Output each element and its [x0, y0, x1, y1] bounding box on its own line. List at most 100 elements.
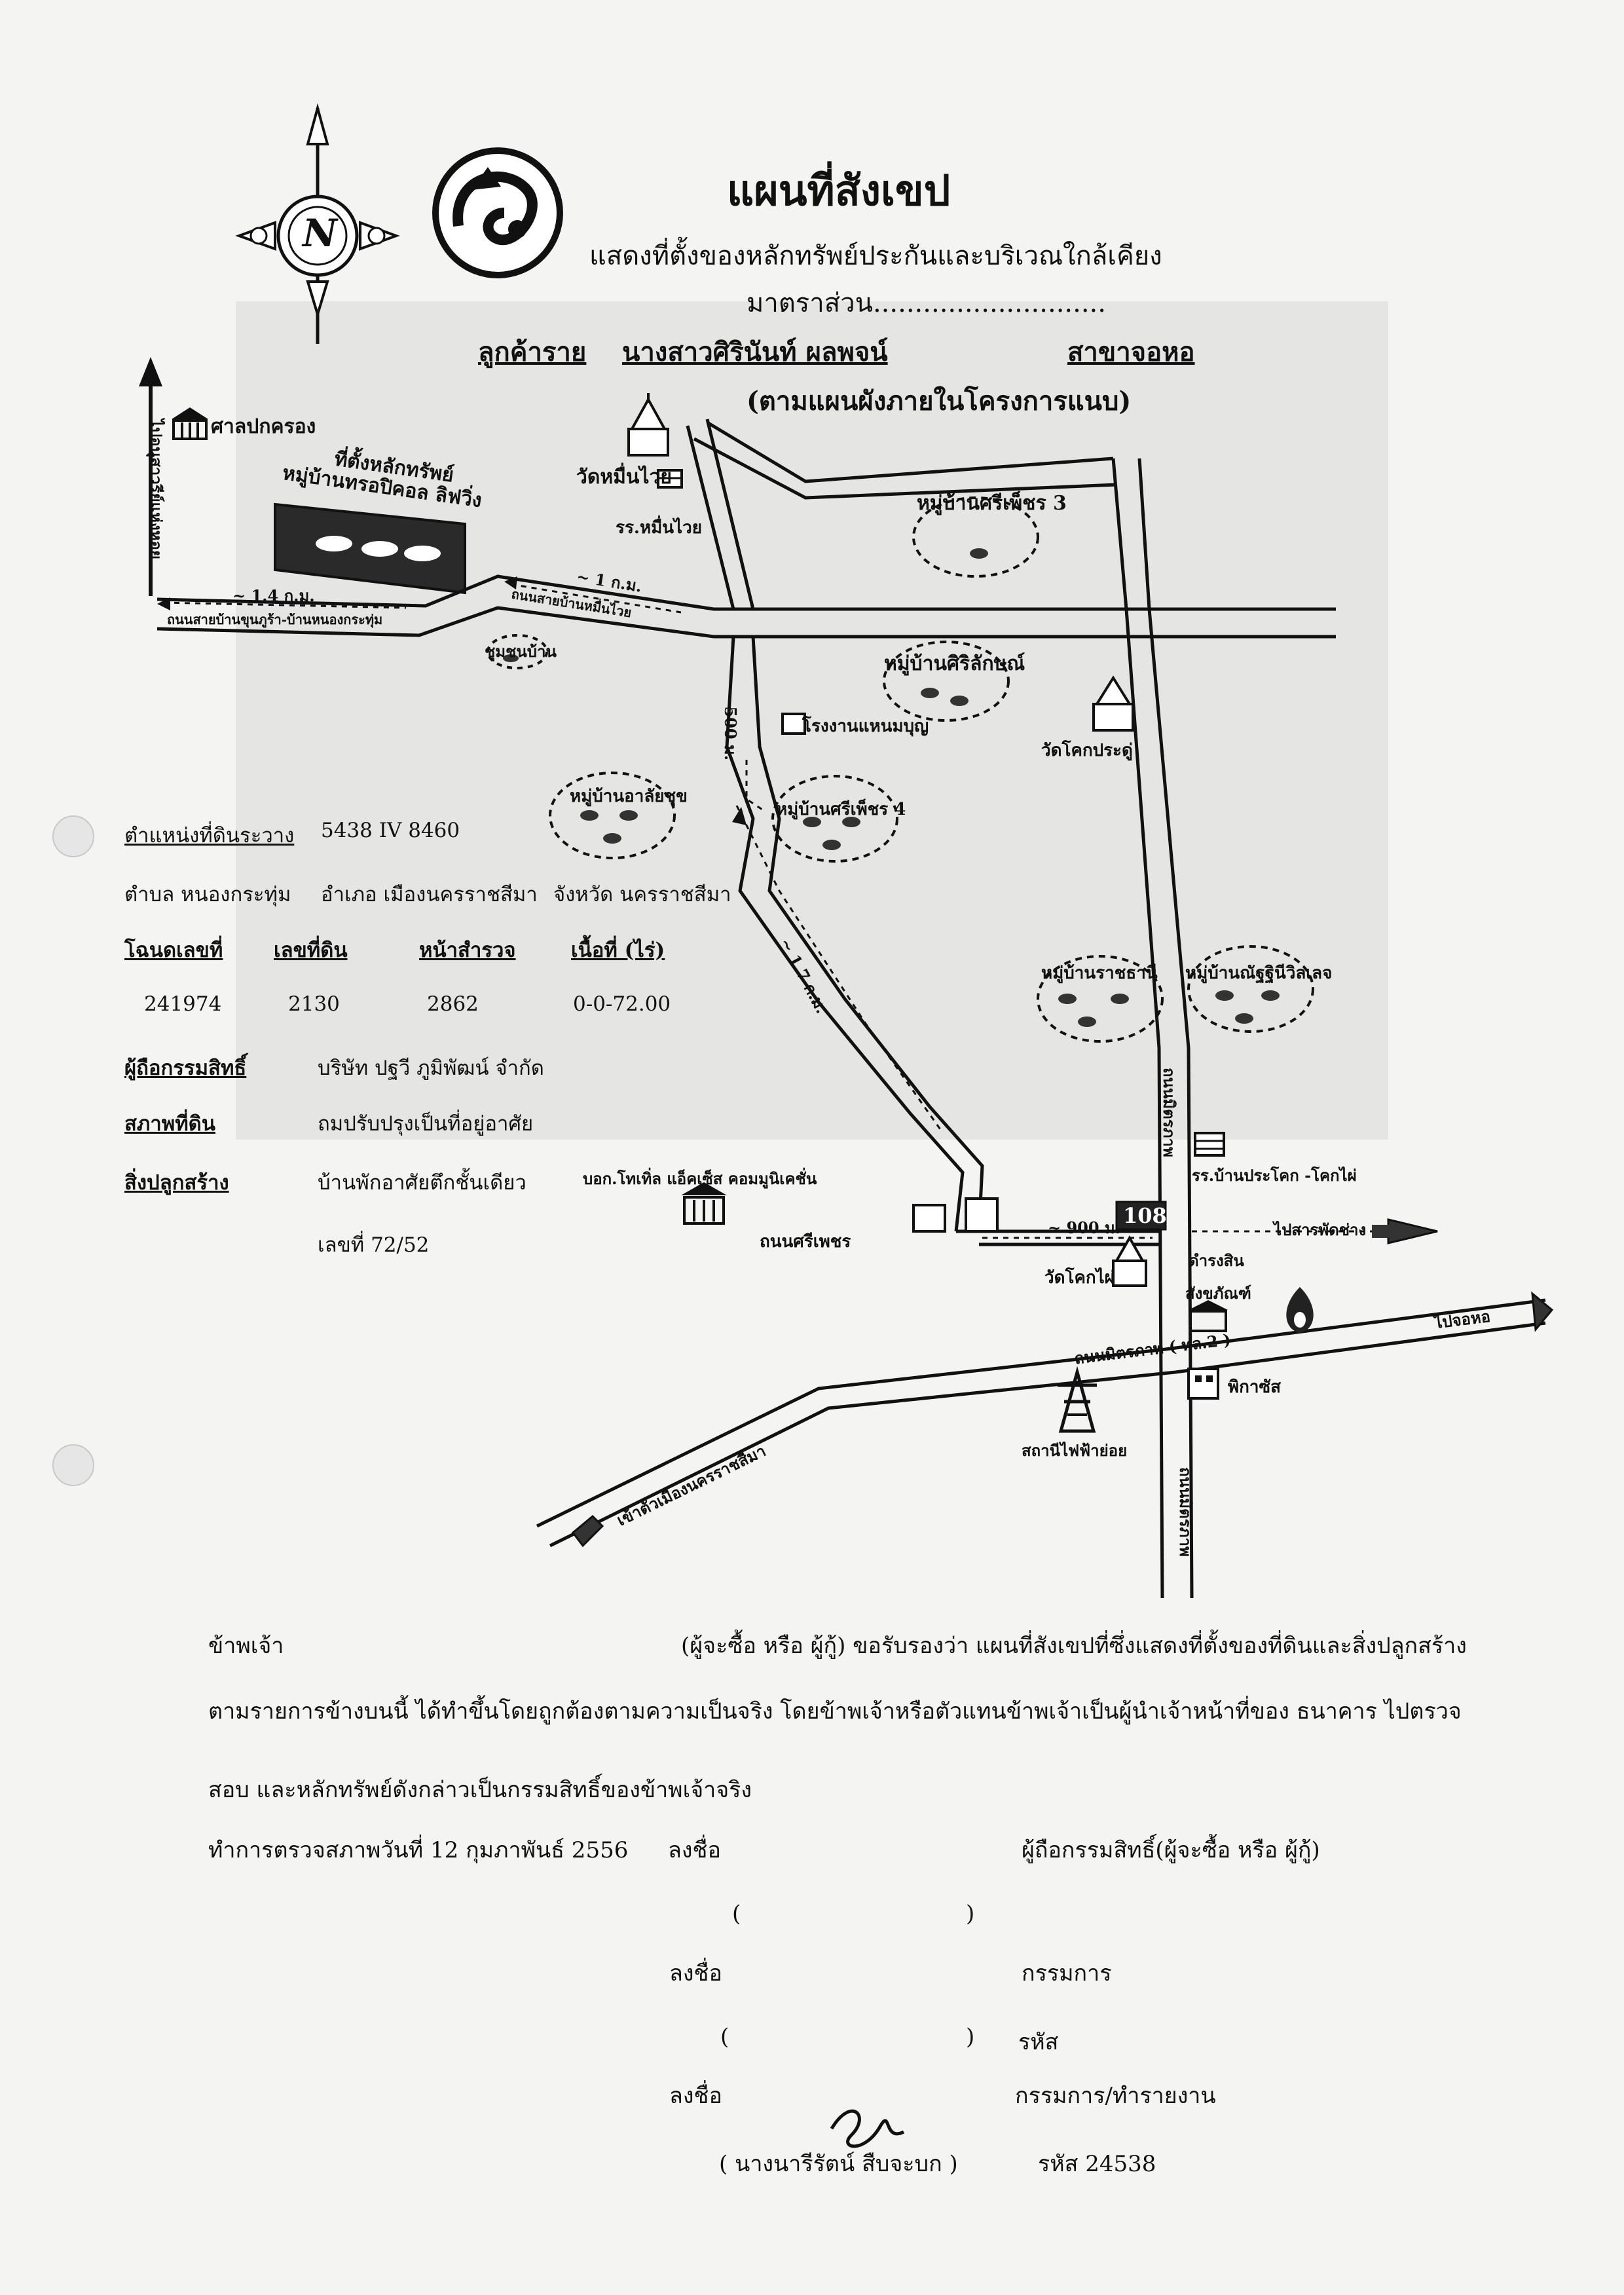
paren-open: (: [720, 2024, 729, 2050]
village-label: หมู่บ้านศิริลักษณ์: [884, 652, 1025, 675]
place-label: ดำรงสิน: [1189, 1251, 1244, 1270]
land-value: ถมปรับปรุงเป็นที่อยู่อาศัย: [318, 1112, 534, 1136]
cert-line: ตามรายการข้างบนนี้ ได้ทำขึ้นโดยถูกต้องตา…: [208, 1698, 1462, 1725]
distance-label: ~ 1.4 ก.ม.: [232, 586, 315, 605]
road-label: ถนนสายบ้านขุนภูร้า-บ้านหนองกระทุ่ม: [167, 612, 383, 627]
paren-close: ): [966, 1901, 975, 1927]
village-marker: [1187, 945, 1314, 1033]
house-icon: [912, 1197, 999, 1233]
distance-label: ~ 900 ม.: [1048, 1218, 1121, 1237]
column-header: เนื้อที่ (ไร่): [571, 939, 665, 962]
road-upper: [157, 574, 1336, 639]
column-header: หน้าสำรวจ: [419, 939, 516, 962]
branch-name: สาขาจอหอ: [1067, 337, 1195, 367]
customer-name: นางสาวศิรินันท์ ผลพจน์: [622, 337, 888, 367]
plan-note: (ตามแผนผังภายในโครงการแนบ): [747, 386, 1132, 417]
sign-label: ลงชื่อ: [668, 1837, 721, 1863]
sign-label: ลงชื่อ: [669, 2083, 722, 2109]
owner-role: ผู้ถือกรรมสิทธิ์(ผู้จะซื้อ หรือ ผู้กู้): [1022, 1837, 1320, 1863]
subdistrict: ตำบล หนองกระทุ่ม: [124, 883, 291, 906]
village-label: หมู่บ้านศรีเพ็ชร 4: [776, 800, 906, 819]
coord-value: 5438 IV 8460: [321, 819, 460, 842]
factory-label: โรงงานแหนมบุญ: [802, 717, 929, 736]
road-east: [1192, 1218, 1438, 1244]
punch-hole-bottom: [52, 1444, 94, 1486]
signer-code: รหัส 24538: [1038, 2151, 1156, 2177]
school-icon: [657, 469, 683, 489]
compass-icon: [235, 103, 400, 344]
village-label: หมู่บ้านศรีเพ็ชร 3: [917, 492, 1067, 515]
sign-label: ลงชื่อ: [669, 1960, 722, 1987]
north-arrow-icon: [139, 357, 162, 596]
road-muenwai: [686, 419, 1117, 610]
bleed-through-block: [236, 301, 1388, 1140]
paren-open: (: [732, 1901, 741, 1927]
owner-label: ผู้ถือกรรมสิทธิ์: [124, 1056, 247, 1080]
direction-label: ไปสารพัดช่าง: [1274, 1220, 1367, 1239]
temple-icon: [1092, 675, 1134, 732]
building-label: สิ่งปลูกสร้าง: [124, 1171, 229, 1195]
inspect-date: ทำการตรวจสภาพวันที่ 12 กุมภาพันธ์ 2556: [208, 1837, 629, 1863]
village-label: ชุมชนบ้าน: [485, 642, 557, 661]
role-director: กรรมการ: [1022, 1960, 1112, 1987]
village-marker: [883, 641, 1010, 722]
school-label: รร.บ้านประโคก -โคกไผ่: [1192, 1166, 1357, 1185]
village-marker: [912, 496, 1039, 578]
building-value: บ้านพักอาศัยตึกชั้นเดียว: [318, 1171, 526, 1195]
power-station-label: สถานีไฟฟ้าย่อย: [1022, 1441, 1128, 1460]
school-icon: [1194, 1132, 1225, 1157]
province: จังหวัด นครราชสีมา: [553, 883, 731, 906]
court-label: ศาลปกครอง: [211, 415, 316, 438]
company-label: บอก.โทเทิ่ล แอ็คเซ็ส คอมมูนิเคชั่น: [583, 1169, 817, 1188]
property-site-marker: [274, 502, 466, 595]
temple-icon: [1112, 1235, 1147, 1287]
code-label: รหัส: [1018, 2029, 1059, 2055]
compass-letter: N: [303, 211, 338, 255]
distance-label: ~ 500 ม.: [721, 688, 740, 761]
coord-label: ตำแหน่งที่ดินระวาง: [124, 824, 295, 848]
road-label: ถนนศรีเพชร: [760, 1232, 851, 1252]
owner-value: บริษัท ปฐวี ภูมิพัฒน์ จำกัด: [318, 1056, 544, 1080]
role-reporter: กรรมการ/ทำรายงาน: [1015, 2083, 1216, 2109]
village-label: หมู่บ้านอาลัยชุข: [570, 787, 688, 806]
road-winding: [725, 636, 984, 1232]
road-label: ถนนมิตรภาพ: [1160, 1068, 1179, 1157]
village-label: หมู่บ้านราชธานี: [1041, 963, 1158, 983]
table-cell: 2130: [288, 992, 340, 1016]
place-label: สังขภัณฑ์: [1185, 1284, 1251, 1303]
signer-name: ( นางนารีรัตน์ สืบจะบก ): [719, 2151, 958, 2177]
punch-hole-top: [52, 815, 94, 857]
page-title: แผนที่สังเขป: [727, 166, 951, 215]
route-number: 108: [1123, 1203, 1167, 1228]
customer-label: ลูกค้าราย: [478, 337, 587, 367]
bank-building-icon: [681, 1182, 727, 1225]
paren-close: ): [966, 2024, 975, 2050]
gas-station-icon: [1286, 1287, 1314, 1333]
cert-line: สอบ และหลักทรัพย์ดังกล่าวเป็นกรรมสิทธิ์ข…: [208, 1777, 752, 1803]
school-label: รร.หมื่นไวย: [616, 518, 702, 538]
direction-label: ไปอนุสาวรีย์แห่งหอย: [147, 419, 166, 559]
land-label: สภาพที่ดิน: [124, 1112, 215, 1136]
shop-label: พิกาซัส: [1228, 1377, 1281, 1397]
court-icon: [172, 407, 208, 440]
temple-label: วัดโคกประดู่: [1041, 741, 1133, 760]
table-cell: 0-0-72.00: [573, 992, 671, 1016]
signature: [830, 2109, 905, 2148]
shop-icon: [1187, 1368, 1219, 1400]
village-marker: [487, 634, 548, 669]
cert-line: (ผู้จะซื้อ หรือ ผู้กู้) ขอรับรองว่า แผนท…: [681, 1633, 1467, 1659]
table-cell: 2862: [427, 992, 479, 1016]
power-tower-icon: [1058, 1366, 1097, 1433]
page-subtitle: แสดงที่ตั้งของหลักทรัพย์ประกันและบริเวณใ…: [589, 241, 1162, 271]
temple-label: วัดหมื่นไวย: [576, 466, 672, 489]
village-marker: [771, 775, 898, 863]
village-marker: [1037, 955, 1164, 1043]
temple-label: วัดโคกไผ่: [1044, 1268, 1115, 1288]
road-label: ถนนมิตรภาพ: [1176, 1467, 1195, 1557]
bank-logo-icon: [432, 147, 563, 278]
village-label: หมู่บ้านณัฐฐินีวิลเลจ: [1185, 963, 1333, 983]
column-header: โฉนดเลขที่: [124, 939, 223, 962]
village-marker: [549, 772, 676, 859]
table-cell: 241974: [144, 992, 222, 1016]
